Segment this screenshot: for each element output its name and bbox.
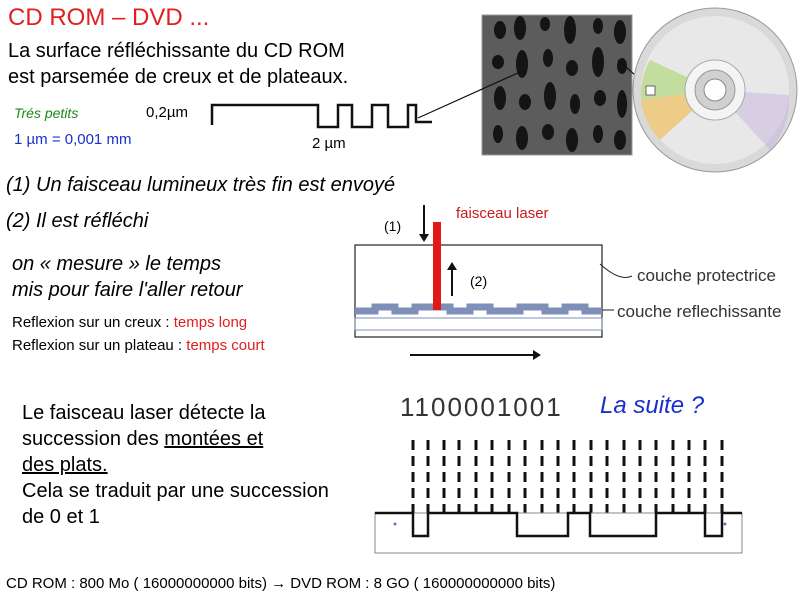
reflexion-creux: Reflexion sur un creux : temps long xyxy=(12,314,247,331)
binary-signal-diagram xyxy=(374,440,743,554)
detect-underline-2: des plats. xyxy=(22,454,108,476)
step-1-text: (1) Un faisceau lumineux très fin est en… xyxy=(6,174,396,196)
pit-profile-waveform xyxy=(210,103,432,129)
detection-text: Le faisceau laser détecte la succession … xyxy=(22,400,342,530)
arrow-2-label: (2) xyxy=(470,273,488,289)
step-2-text: (2) Il est réfléchi xyxy=(6,210,149,232)
mesure-line-2: mis pour faire l'aller retour xyxy=(12,279,243,301)
leader-line-photo xyxy=(417,71,521,119)
cross-section-frame xyxy=(354,244,603,338)
couche-protectrice-label: couche protectrice xyxy=(637,266,776,285)
leader-protectrice xyxy=(599,263,633,278)
detect-underline-1: montées et xyxy=(164,428,264,450)
reflexion-creux-value: temps long xyxy=(173,314,248,331)
microscope-pits-photo xyxy=(481,14,633,156)
laser-beam xyxy=(433,222,441,310)
reflexion-plateau: Reflexion sur un plateau : temps court xyxy=(12,337,265,354)
mesure-line-1: on « mesure » le temps xyxy=(12,253,221,275)
substrate-layer xyxy=(354,317,603,331)
intro-line-1: La surface réfléchissante du CD ROM xyxy=(8,40,345,62)
detect-part-2: Cela se traduit par une succession de 0 … xyxy=(22,480,329,528)
bit-tick-marks xyxy=(411,440,724,515)
signal-box xyxy=(374,512,743,554)
cd-cross-section xyxy=(354,205,633,360)
cd-disc-icon xyxy=(632,7,798,173)
pit-height-label: 0,2µm xyxy=(146,104,188,121)
la-suite-question: La suite ? xyxy=(600,392,705,419)
binary-sequence: 1100001001 xyxy=(400,392,563,422)
page-title: CD ROM – DVD ... xyxy=(8,4,210,31)
footer-capacity: CD ROM : 800 Mo ( 16000000000 bits) → DV… xyxy=(6,575,556,592)
micron-conversion: 1 µm = 0,001 mm xyxy=(14,131,132,148)
arrow-1-label: (1) xyxy=(384,218,402,234)
tres-petits-label: Trés petits xyxy=(14,105,79,121)
reflexion-plateau-value: temps court xyxy=(186,337,265,354)
pit-width-label: 2 µm xyxy=(312,135,346,152)
signal-waveform xyxy=(375,511,742,538)
laser-label: faisceau laser xyxy=(456,205,549,222)
reflexion-creux-prefix: Reflexion sur un creux : xyxy=(12,314,174,331)
reflexion-plateau-prefix: Reflexion sur un plateau : xyxy=(12,337,187,354)
couche-reflechissante-label: couche reflechissante xyxy=(617,302,782,321)
detect-part-1: Le faisceau laser détecte la succession … xyxy=(22,402,266,450)
reflective-layer xyxy=(355,303,602,315)
intro-line-2: est parsemée de creux et de plateaux. xyxy=(8,66,349,88)
